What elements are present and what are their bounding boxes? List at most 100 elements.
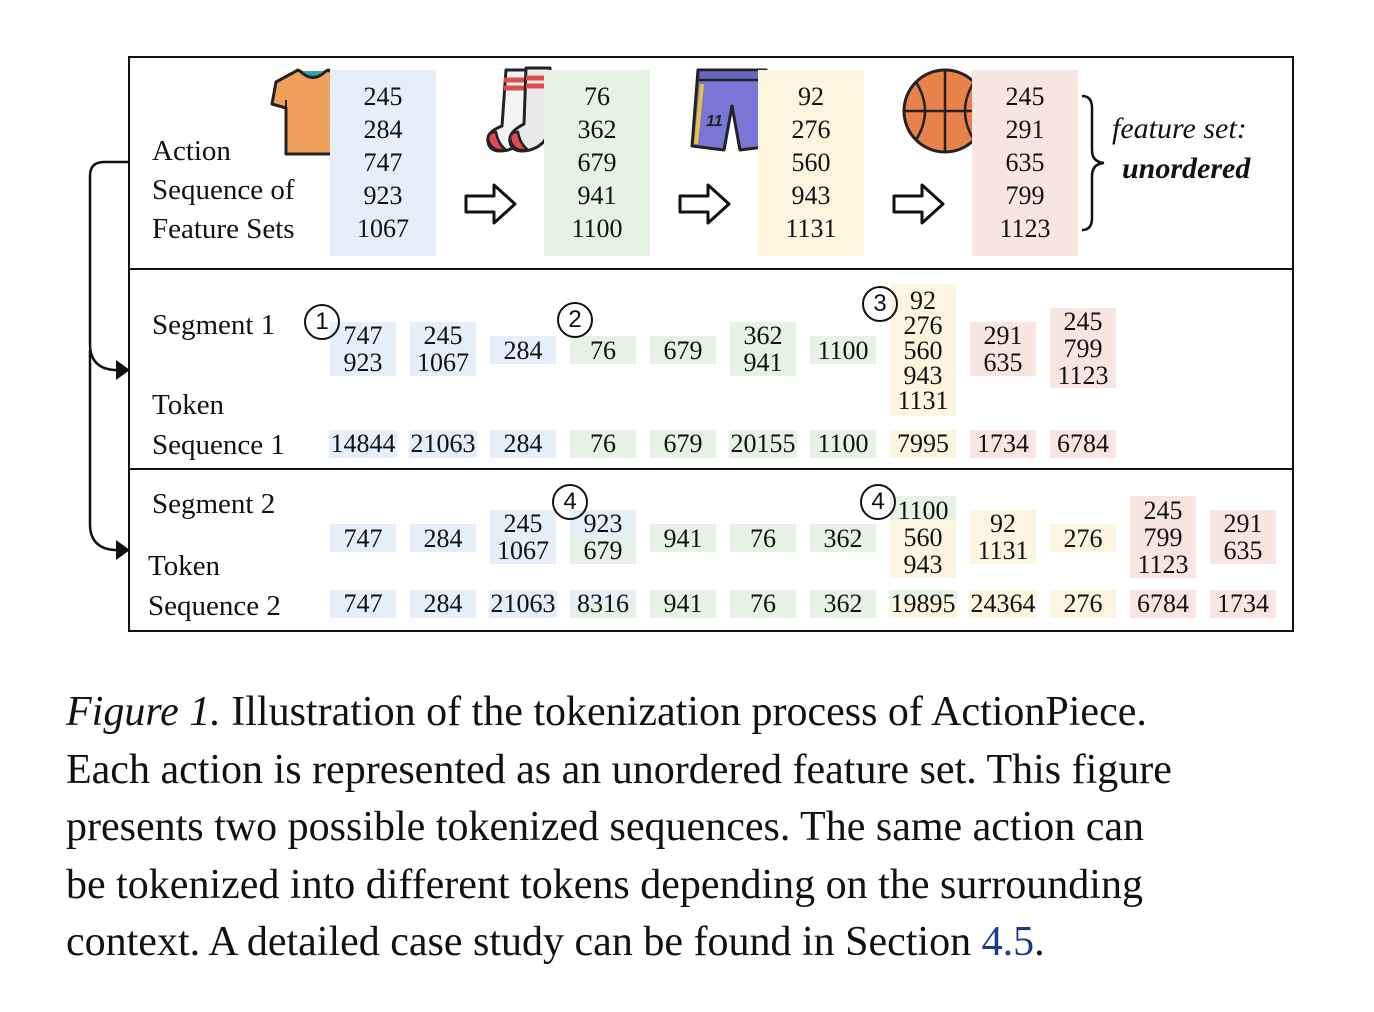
segment-cell: 747 (330, 524, 396, 552)
caption-line-2: Each action is represented as an unorder… (66, 746, 1172, 793)
segment-value: 679 (583, 536, 623, 565)
segment-value: 291 (983, 321, 1023, 350)
segment-value: 747 (343, 321, 383, 350)
token-cell: 6784 (1130, 590, 1196, 618)
feature-value: 560 (791, 147, 831, 177)
token-value: 284 (423, 589, 463, 618)
token-cell: 276 (1050, 590, 1116, 618)
segment-value: 923 (343, 348, 383, 377)
segment-value: 635 (1223, 536, 1263, 565)
token-value: 284 (503, 429, 543, 458)
segment-value: 276 (1063, 523, 1103, 553)
arrow-right-icon (678, 183, 731, 225)
segment-value: 1131 (897, 385, 949, 415)
feature-value: 799 (1005, 181, 1045, 211)
segment-value: 284 (423, 523, 463, 553)
segment-value: 560 (903, 335, 943, 365)
segment-value: 291 (1223, 509, 1263, 538)
feature-value: 284 (363, 114, 403, 144)
socks-icon (486, 66, 552, 153)
step-marker-icon: 2 (557, 302, 593, 338)
token-value: 362 (823, 589, 863, 618)
segment-value: 941 (663, 523, 703, 553)
segment-value: 245 (423, 321, 463, 350)
feature-value: 1131 (785, 214, 837, 244)
segment-value: 941 (743, 348, 783, 377)
segment-value: 362 (743, 321, 783, 350)
segment-1-label: Segment 1 (152, 309, 276, 341)
token-cell: 679 (650, 430, 716, 458)
segment-cell: 284 (490, 336, 556, 364)
token-cell: 362 (810, 590, 876, 618)
feature-value: 1123 (999, 214, 1051, 244)
segment-cell: 76 (730, 524, 796, 552)
feature-value: 291 (1005, 114, 1045, 144)
token-cell: 20155 (729, 430, 797, 458)
token-cell: 21063 (409, 430, 477, 458)
section-ref-link[interactable]: 4.5 (981, 919, 1035, 965)
sequence-2-label: Sequence 2 (148, 590, 281, 622)
feature-value: 276 (791, 114, 831, 144)
action-label-line: Sequence of (152, 174, 295, 206)
token-value: 1734 (977, 429, 1029, 458)
segment-value: 76 (590, 335, 616, 365)
action-label-line: Feature Sets (152, 213, 295, 245)
segment-value: 679 (663, 335, 703, 365)
token-cell: 24364 (969, 590, 1037, 618)
step-marker-icon: 3 (862, 286, 898, 322)
token-cell: 76 (730, 590, 796, 618)
token-value: 1100 (817, 429, 869, 458)
segment-value: 747 (343, 523, 383, 553)
token-cell: 21063 (489, 590, 557, 618)
token-value: 276 (1063, 589, 1103, 618)
segment-cell: 362 (810, 524, 876, 552)
segment-value: 635 (983, 348, 1023, 377)
segment-value: 276 (903, 310, 943, 340)
token-label-2: Token (148, 550, 221, 582)
caption-line-5: context. A detailed case study can be fo… (66, 919, 982, 965)
token-value: 76 (750, 589, 776, 618)
token-cell: 284 (490, 430, 556, 458)
caption-line-4: be tokenized into different tokens depen… (66, 861, 1143, 908)
feature-value: 943 (791, 181, 831, 211)
curly-brace (1081, 94, 1105, 232)
arrow-right-icon (892, 183, 945, 225)
segment-value: 245 (1143, 495, 1183, 525)
segment-value: 1123 (1057, 360, 1109, 390)
figure-label: Figure 1. (66, 689, 221, 735)
token-value: 21063 (410, 429, 476, 458)
feature-value: 245 (1005, 81, 1045, 111)
token-value: 6784 (1057, 429, 1109, 458)
action-label-line: Action (152, 135, 231, 167)
segment-value: 1067 (497, 536, 549, 565)
segment-value: 799 (1063, 333, 1103, 363)
feature-value: 923 (363, 181, 403, 211)
token-cell: 19895 (889, 590, 957, 618)
row-divider-2 (128, 468, 1294, 470)
feature-value: 92 (798, 81, 824, 111)
feature-set-note: feature set: (1112, 112, 1247, 145)
segment-value: 799 (1143, 522, 1183, 552)
token-value: 941 (663, 589, 703, 618)
arrow-right-icon (464, 183, 517, 225)
segment-value: 1100 (817, 335, 869, 365)
token-cell: 1100 (810, 430, 876, 458)
segment-value: 1123 (1137, 549, 1189, 579)
token-value: 76 (590, 429, 616, 458)
feature-value: 679 (577, 147, 617, 177)
feature-value: 245 (363, 81, 403, 111)
token-label-1: Token (152, 389, 225, 421)
step-marker-icon: 1 (304, 304, 340, 340)
unordered-note: unordered (1122, 152, 1251, 185)
token-value: 679 (663, 429, 703, 458)
step-marker-icon: 4 (552, 484, 588, 520)
